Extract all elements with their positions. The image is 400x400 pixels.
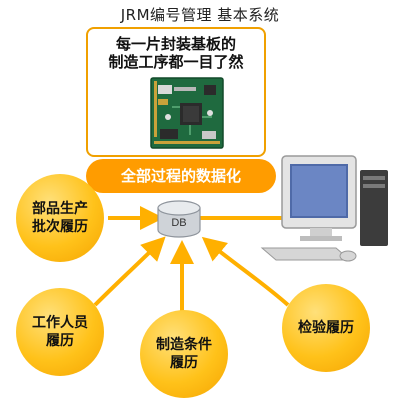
panel-caption: 每一片封装基板的 制造工序都一目了然 [88,35,264,71]
node-parts-history: 部品生产 批次履历 [16,174,104,262]
node-worker-history: 工作人员 履历 [16,288,104,376]
info-panel: 每一片封装基板的 制造工序都一目了然 [86,27,266,157]
panel-caption-line1: 每一片封装基板的 [115,35,236,53]
node-conditions-history: 制造条件 履历 [140,310,228,398]
node-parts-line1: 部品生产 [32,201,88,217]
data-banner: 全部过程的数据化 [86,159,276,193]
node-worker-line2: 履历 [46,333,74,349]
node-inspection-history: 检验履历 [282,284,370,372]
database-icon [157,200,201,238]
computer-icon [260,155,388,262]
database-label: DB [171,217,186,229]
arrow-worker [93,236,166,307]
arrow-inspection [201,236,290,307]
node-worker-line1: 工作人员 [32,315,88,331]
panel-caption-line2: 制造工序都一目了然 [108,53,244,71]
node-parts-line2: 批次履历 [32,219,88,235]
node-conditions-line2: 履历 [170,355,198,371]
node-conditions-line1: 制造条件 [156,337,212,353]
circuit-board-image [150,77,224,149]
node-inspection-line1: 检验履历 [298,320,354,336]
diagram-title: JRM编号管理 基本系统 [120,6,280,24]
